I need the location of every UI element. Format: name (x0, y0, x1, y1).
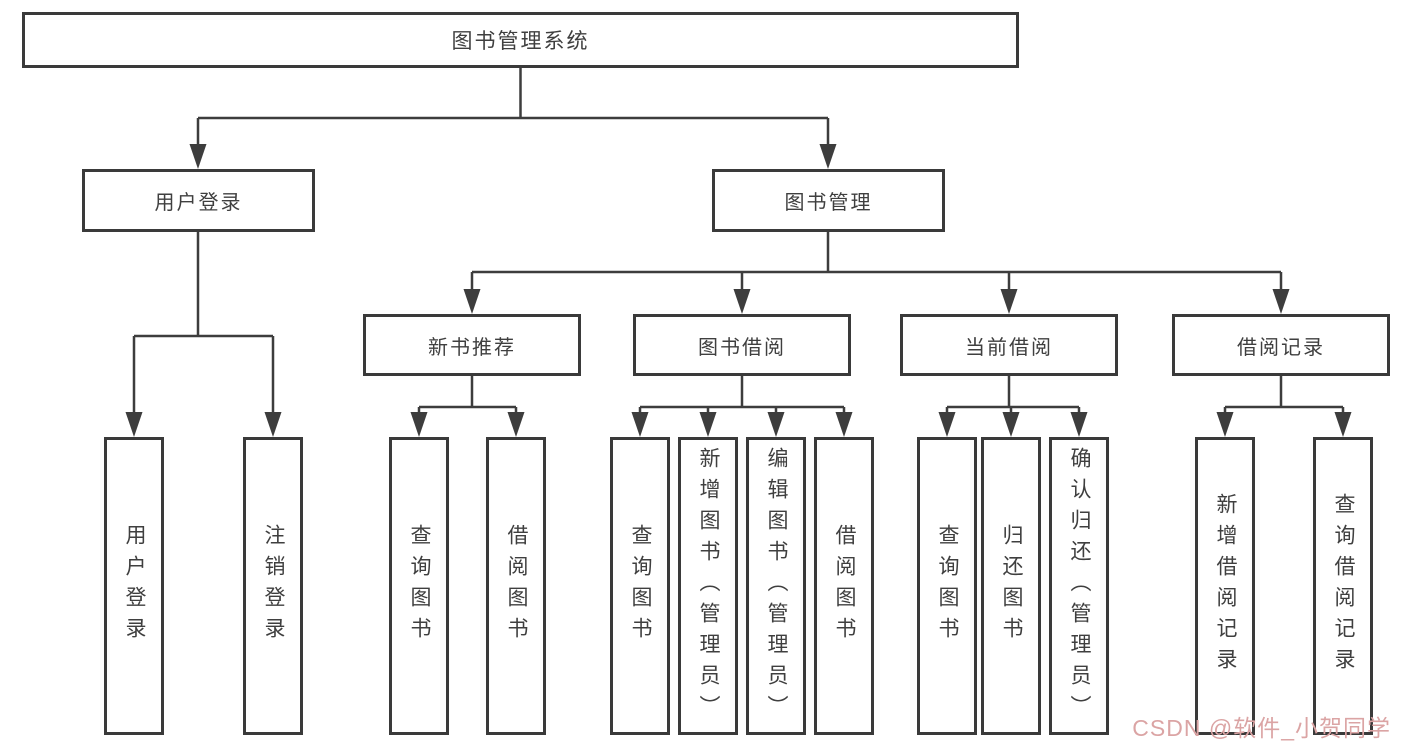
leaf-query-borrow-record: 查询借阅记录 (1313, 437, 1373, 735)
node-label: 借阅记录 (1237, 336, 1325, 359)
leaf-return-books: 归还图书 (981, 437, 1041, 735)
node-label: 当前借阅 (965, 336, 1053, 359)
node-root: 图书管理系统 (22, 12, 1019, 68)
node-current-borrowing: 当前借阅 (900, 314, 1118, 376)
leaf-logout: 注销登录 (243, 437, 303, 735)
node-label: 图书借阅 (698, 336, 786, 359)
leaf-query-books-recommend: 查询图书 (389, 437, 449, 735)
node-label: 确认归还（管理员） (1068, 446, 1092, 726)
node-label: 用户登录 (154, 192, 243, 214)
leaf-borrow-books-recommend: 借阅图书 (486, 437, 546, 735)
leaf-edit-books-admin: 编辑图书（管理员） (746, 437, 806, 735)
node-label: 借阅图书 (833, 524, 857, 648)
node-label: 查询图书 (936, 524, 960, 648)
node-label: 图书管理 (784, 192, 873, 214)
node-label: 借阅图书 (505, 524, 529, 648)
node-borrowing-records: 借阅记录 (1172, 314, 1390, 376)
node-label: 图书管理系统 (451, 30, 590, 53)
node-label: 查询借阅记录 (1332, 493, 1356, 679)
node-label: 归还图书 (1000, 524, 1024, 648)
leaf-add-borrow-record: 新增借阅记录 (1195, 437, 1255, 735)
leaf-query-books-borrow: 查询图书 (610, 437, 670, 735)
node-label: 用户登录 (123, 524, 147, 648)
node-label: 新书推荐 (428, 336, 516, 359)
arrowheads (125, 144, 1352, 437)
leaf-user-login: 用户登录 (104, 437, 164, 735)
node-book-management: 图书管理 (712, 169, 945, 232)
node-book-borrowing: 图书借阅 (633, 314, 851, 376)
leaf-query-books-current: 查询图书 (917, 437, 977, 735)
node-label: 新增借阅记录 (1214, 493, 1238, 679)
leaf-confirm-return-admin: 确认归还（管理员） (1049, 437, 1109, 735)
node-new-book-recommendation: 新书推荐 (363, 314, 581, 376)
watermark: CSDN @软件_小贺同学 (1132, 715, 1391, 741)
leaf-borrow-books: 借阅图书 (814, 437, 874, 735)
node-label: 编辑图书（管理员） (765, 446, 789, 726)
leaf-add-books-admin: 新增图书（管理员） (678, 437, 738, 735)
node-label: 注销登录 (262, 524, 286, 648)
node-user-login: 用户登录 (82, 169, 315, 232)
node-label: 查询图书 (629, 524, 653, 648)
node-label: 查询图书 (408, 524, 432, 648)
node-label: 新增图书（管理员） (697, 446, 721, 726)
